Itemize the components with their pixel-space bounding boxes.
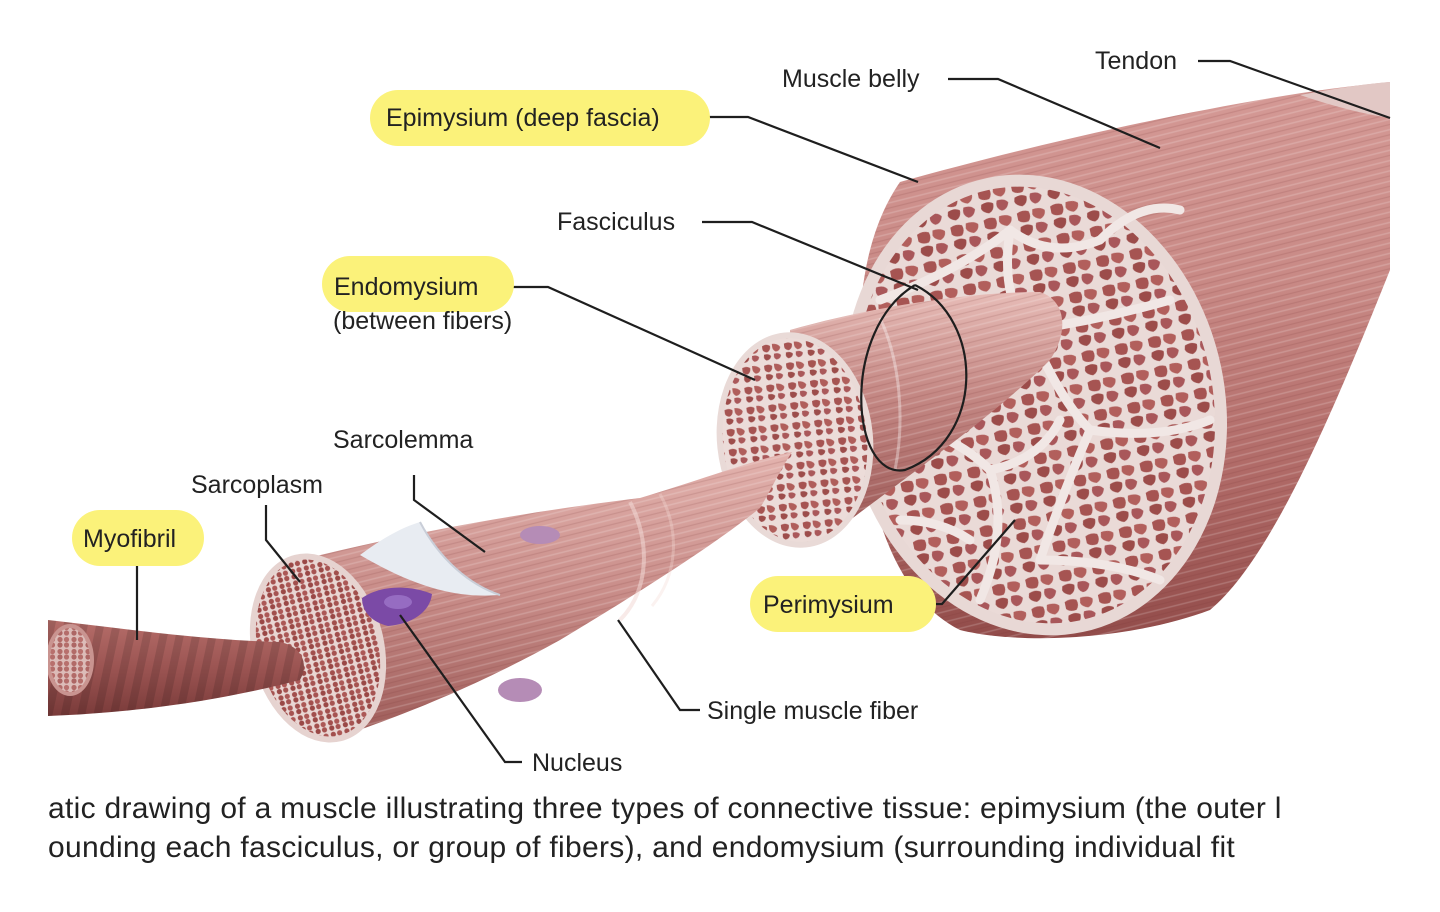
label-myofibril: Myofibril: [83, 525, 176, 553]
label-fasciculus: Fasciculus: [557, 208, 675, 236]
leader-lines: [135, 59, 1391, 764]
caption-line-1: atic drawing of a muscle illustrating th…: [48, 792, 1282, 825]
label-sarcoplasm: Sarcoplasm: [191, 471, 323, 499]
label-muscle-belly: Muscle belly: [782, 65, 920, 93]
perimysium-highlight: [750, 576, 936, 632]
caption-line-2: ounding each fasciculus, or group of fib…: [48, 831, 1235, 864]
label-nucleus: Nucleus: [532, 749, 622, 777]
label-single-muscle-fiber: Single muscle fiber: [707, 697, 918, 725]
myofibril-highlight: [72, 510, 204, 566]
muscle-fiber-shape: [249, 452, 792, 743]
label-perimysium: Perimysium: [763, 591, 894, 619]
myofibril-shape: [46, 620, 304, 716]
fasciculus-shape: [716, 292, 1063, 548]
label-endomysium-sub: (between fibers): [333, 307, 512, 335]
muscle-belly-shape: [842, 82, 1390, 639]
epimysium-highlight: [370, 90, 710, 146]
endomysium-highlight: [322, 256, 514, 312]
label-sarcolemma: Sarcolemma: [333, 426, 473, 454]
label-tendon: Tendon: [1095, 47, 1177, 75]
label-epimysium: Epimysium (deep fascia): [386, 104, 660, 132]
fiber-cross-section: [255, 559, 381, 737]
label-endomysium: Endomysium: [334, 273, 479, 301]
